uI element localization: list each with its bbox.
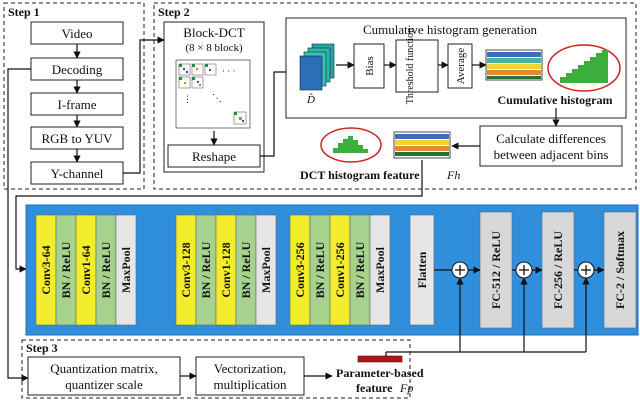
cnn-layer-fc-512-relu (479, 211, 513, 329)
cnn-layer-label: FC-512 / ReLU (489, 231, 503, 309)
fh-to-cnn-arrow (15, 160, 423, 273)
cumulative-generation-title: Cumulative histogram generation (363, 22, 538, 37)
cnn-layer-label: Conv3-64 (39, 245, 53, 294)
quantization-line2: quantizer scale (65, 377, 143, 392)
cnn-layers: Conv3-64 BN / ReLU Conv1-64 BN / ReLU MaxPoo… (35, 211, 637, 329)
cnn-layer-maxpool (255, 214, 277, 326)
fp-label: Fp (399, 381, 413, 395)
calc-diff-line1: Calculate differences (496, 131, 606, 146)
rgb-yuv-label: RGB to YUV (41, 131, 113, 146)
dhat-label: D̂ (306, 93, 315, 106)
cnn-layer-label: BN / ReLU (239, 241, 253, 298)
cnn-layer-label: Flatten (415, 251, 429, 288)
bias-label: Bias (364, 56, 376, 76)
cnn-connections (386, 261, 605, 353)
cnn-layer-label: BN / ReLU (353, 241, 367, 298)
cnn-layer-label: FC-2 / Softmax (613, 231, 627, 309)
cnn-layer-maxpool (369, 214, 391, 326)
cumulative-histogram-label: Cumulative histogram (498, 93, 613, 107)
ychannel-to-dct-arrow (123, 36, 165, 174)
cnn-layer-label: Conv1-64 (79, 245, 93, 294)
cnn-layer-fc-256-relu (541, 211, 575, 329)
step3-title: Step 3 (26, 341, 58, 355)
average-label: Average (455, 48, 467, 85)
calc-diff-box (479, 125, 623, 167)
block-size-label: (8 × 8 block) (185, 42, 243, 54)
iframe-label: I-frame (58, 97, 97, 112)
decoding-to-step3-arrow (7, 68, 31, 382)
step1-frame (3, 2, 145, 190)
block-dct-label: Block-DCT (183, 25, 244, 40)
vectorization-line2: multiplication (214, 377, 287, 392)
threshold-label: Threshold function (405, 28, 416, 104)
video-label: Video (62, 26, 93, 41)
cumulative-histogram-chart-icon (547, 44, 621, 92)
cnn-layer-label: MaxPool (259, 246, 273, 293)
cnn-layer-label: BN / ReLU (99, 241, 113, 298)
step2-frame (153, 2, 637, 190)
cnn-layer-label: FC-256 / ReLU (551, 231, 565, 309)
vectorization-line1: Vectorization, (214, 361, 287, 376)
param-feature-line1: Parameter-based (336, 366, 424, 380)
dct-block-grid-icon: · · · ⋮ ⋱ (175, 59, 251, 129)
cnn-layer-label: Conv1-256 (333, 242, 347, 297)
cumulative-histogram-stack-icon (485, 49, 543, 81)
ychannel-label: Y-channel (51, 166, 104, 181)
fp-vector-icon (357, 355, 403, 363)
dct-feature-label: DCT histogram feature (300, 168, 420, 182)
svg-text:⋱: ⋱ (212, 93, 222, 104)
svg-text:⋮: ⋮ (183, 94, 192, 104)
quantization-line1: Quantization matrix, (50, 361, 158, 376)
cnn-layer-label: BN / ReLU (199, 241, 213, 298)
cnn-layer-label: Conv3-256 (293, 242, 307, 297)
cnn-layer-label: Conv1-128 (219, 242, 233, 297)
dct-histogram-chart-icon (320, 127, 382, 163)
cnn-layer-label: BN / ReLU (59, 241, 73, 298)
cnn-layer-flatten (409, 214, 435, 326)
vectorization-box (195, 356, 305, 396)
average-box (447, 43, 473, 89)
cnn-layer-label: MaxPool (119, 246, 133, 293)
bias-box (353, 43, 385, 89)
threshold-box (395, 39, 439, 93)
dhat-tensor-icon (299, 43, 335, 91)
reshape-label: Reshape (192, 149, 236, 164)
reshape-to-dhat-arrow (260, 68, 297, 157)
cnn-layer-label: MaxPool (373, 246, 387, 293)
decoding-label: Decoding (52, 62, 103, 77)
dct-histogram-stack-icon (393, 131, 451, 159)
param-feature-line2: feature (356, 381, 393, 395)
cnn-layer-maxpool (115, 214, 137, 326)
step1-title: Step 1 (8, 5, 40, 19)
step2-title: Step 2 (158, 5, 190, 19)
svg-text:· · ·: · · · (222, 66, 236, 76)
calc-diff-line2: between adjacent bins (494, 147, 609, 162)
cnn-layer-label: BN / ReLU (313, 241, 327, 298)
cnn-layer-label: Conv3-128 (179, 242, 193, 297)
fh-label: Fh (446, 168, 460, 182)
step3-frame (21, 339, 411, 399)
